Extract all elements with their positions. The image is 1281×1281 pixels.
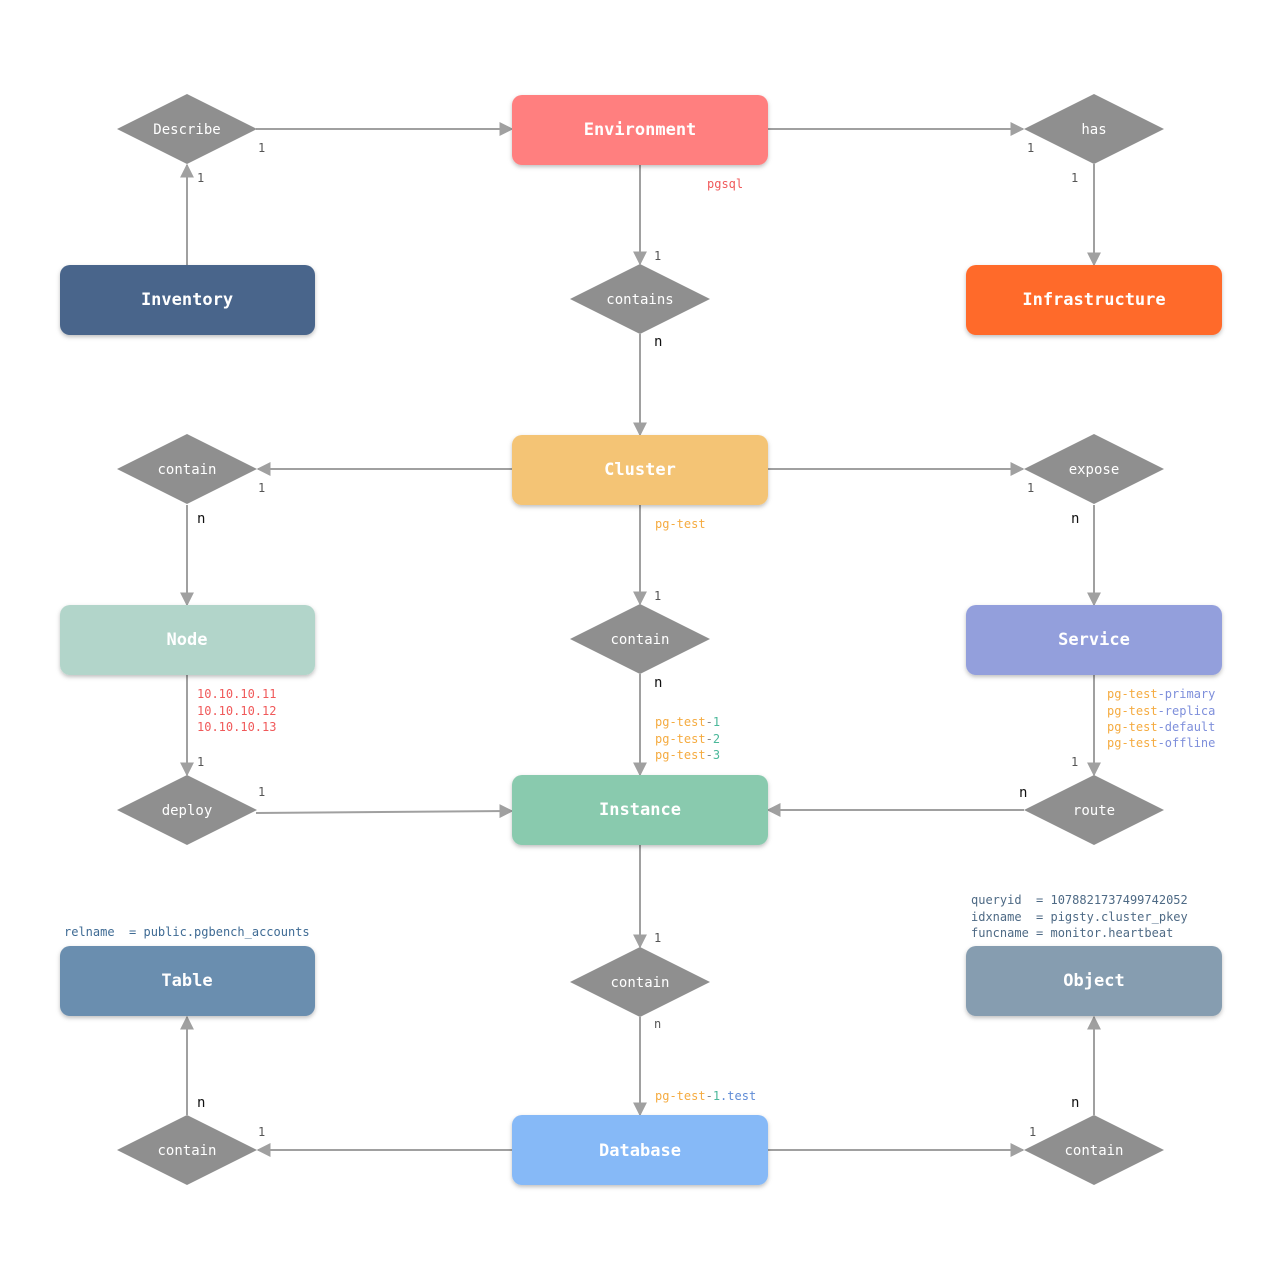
cardinality-label: n bbox=[1071, 511, 1079, 527]
relationship-contain-object[interactable]: contain bbox=[1024, 1115, 1164, 1185]
entity-service-label: Service bbox=[1058, 630, 1130, 650]
table-relname-annotation: relname = public.pgbench_accounts bbox=[64, 925, 310, 939]
entity-inventory-label: Inventory bbox=[141, 290, 233, 310]
environment-name-annotation: pgsql bbox=[707, 177, 743, 191]
relationship-contains[interactable]: contains bbox=[570, 264, 710, 334]
entities: Environment Inventory Infrastructure Clu… bbox=[60, 95, 1222, 1185]
relationship-describe-label: Describe bbox=[153, 122, 220, 138]
relationship-contain-database[interactable]: contain bbox=[570, 947, 710, 1017]
entity-cluster[interactable]: Cluster bbox=[512, 435, 768, 505]
relationship-has-label: has bbox=[1081, 122, 1106, 138]
cardinality-label: 1 bbox=[258, 481, 265, 495]
cardinality-label: 1 bbox=[654, 931, 661, 945]
entity-database-label: Database bbox=[599, 1141, 681, 1161]
cardinality-label: 1 bbox=[654, 589, 661, 603]
cardinality-label: 1 bbox=[258, 141, 265, 155]
annotations: pgsql pg-test 10.10.10.11 10.10.10.12 10… bbox=[64, 177, 1215, 1103]
relationship-deploy-label: deploy bbox=[162, 803, 213, 819]
relationship-contain-node[interactable]: contain bbox=[117, 434, 257, 504]
service-name-annotation: pg-test-offline bbox=[1107, 736, 1215, 750]
node-ip-annotation: 10.10.10.13 bbox=[197, 720, 276, 734]
relationship-contain-instance-label: contain bbox=[610, 632, 669, 648]
entity-environment[interactable]: Environment bbox=[512, 95, 768, 165]
relationship-contain-instance[interactable]: contain bbox=[570, 604, 710, 674]
cardinality-label: 1 bbox=[1027, 481, 1034, 495]
service-name-annotation: pg-test-default bbox=[1107, 720, 1215, 734]
cluster-name-annotation: pg-test bbox=[655, 517, 706, 531]
cardinality-label: 1 bbox=[197, 171, 204, 185]
node-ip-annotation: 10.10.10.11 bbox=[197, 687, 276, 701]
relationship-contain-database-label: contain bbox=[610, 975, 669, 991]
relationship-contain-node-label: contain bbox=[157, 462, 216, 478]
instance-name-annotation: pg-test-1 bbox=[655, 715, 720, 729]
cardinality-label: 1 bbox=[1029, 1125, 1036, 1139]
relationships: Describe has contains contain expose con… bbox=[117, 94, 1164, 1185]
cardinality-label: n bbox=[197, 511, 205, 527]
relationship-contain-table[interactable]: contain bbox=[117, 1115, 257, 1185]
instance-name-annotation: pg-test-2 bbox=[655, 732, 720, 746]
entity-instance[interactable]: Instance bbox=[512, 775, 768, 845]
entity-infrastructure-label: Infrastructure bbox=[1022, 290, 1165, 310]
cardinality-label: 1 bbox=[258, 785, 265, 799]
relationship-contain-table-label: contain bbox=[157, 1143, 216, 1159]
relationship-contain-object-label: contain bbox=[1064, 1143, 1123, 1159]
cardinality-label: n bbox=[654, 334, 662, 350]
cardinality-label: 1 bbox=[258, 1125, 265, 1139]
relationship-contains-label: contains bbox=[606, 292, 673, 308]
instance-name-annotation: pg-test-3 bbox=[655, 748, 720, 762]
relationship-route-label: route bbox=[1073, 803, 1115, 819]
cardinality-label: n bbox=[1019, 785, 1027, 801]
entity-table-label: Table bbox=[161, 971, 212, 991]
entity-node[interactable]: Node bbox=[60, 605, 315, 675]
connectors bbox=[180, 122, 1101, 1157]
node-ip-annotation: 10.10.10.12 bbox=[197, 704, 276, 718]
entity-table[interactable]: Table bbox=[60, 946, 315, 1016]
cardinality-label: n bbox=[1071, 1095, 1079, 1111]
entity-database[interactable]: Database bbox=[512, 1115, 768, 1185]
relationship-deploy[interactable]: deploy bbox=[117, 775, 257, 845]
entity-service[interactable]: Service bbox=[966, 605, 1222, 675]
relationship-has[interactable]: has bbox=[1024, 94, 1164, 164]
entity-instance-label: Instance bbox=[599, 800, 681, 820]
edge-deploy-instance bbox=[255, 804, 514, 819]
cardinality-label: n bbox=[197, 1095, 205, 1111]
object-attribute-annotation: idxname = pigsty.cluster_pkey bbox=[971, 910, 1188, 924]
service-name-annotation: pg-test-replica bbox=[1107, 704, 1215, 718]
relationship-expose-label: expose bbox=[1069, 462, 1120, 478]
relationship-expose[interactable]: expose bbox=[1024, 434, 1164, 504]
entity-object[interactable]: Object bbox=[966, 946, 1222, 1016]
cardinality-label: 1 bbox=[1071, 755, 1078, 769]
entity-cluster-label: Cluster bbox=[604, 460, 676, 480]
entity-node-label: Node bbox=[167, 630, 208, 650]
cardinality-labels: 1 1 1 1 1 n 1 n 1 n 1 n 1 1 1 n 1 n n 1 … bbox=[197, 141, 1079, 1139]
cardinality-label: 1 bbox=[654, 249, 661, 263]
cardinality-label: n bbox=[654, 1017, 661, 1031]
service-name-annotation: pg-test-primary bbox=[1107, 687, 1215, 701]
object-attribute-annotation: funcname = monitor.heartbeat bbox=[971, 926, 1173, 940]
relationship-route[interactable]: route bbox=[1024, 775, 1164, 845]
database-name-annotation: pg-test-1.test bbox=[655, 1089, 756, 1103]
cardinality-label: 1 bbox=[1071, 171, 1078, 185]
entity-environment-label: Environment bbox=[584, 120, 697, 140]
relationship-describe[interactable]: Describe bbox=[117, 94, 257, 164]
entity-infrastructure[interactable]: Infrastructure bbox=[966, 265, 1222, 335]
cardinality-label: n bbox=[654, 675, 662, 691]
cardinality-label: 1 bbox=[1027, 141, 1034, 155]
cardinality-label: 1 bbox=[197, 755, 204, 769]
entity-object-label: Object bbox=[1063, 971, 1124, 991]
object-attribute-annotation: queryid = 1078821737499742052 bbox=[971, 893, 1188, 907]
entity-inventory[interactable]: Inventory bbox=[60, 265, 315, 335]
